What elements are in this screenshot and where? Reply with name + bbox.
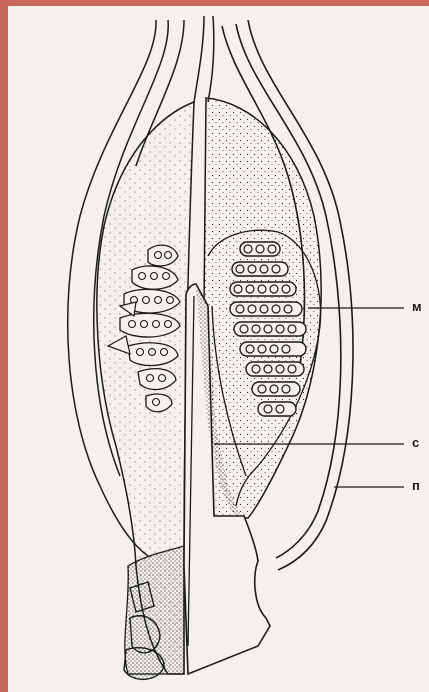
label-scale: п [412,479,420,492]
label-microsporangium: м [412,300,422,313]
cone-longitudinal-section-drawing [8,6,429,692]
printed-page: м с п [8,6,429,692]
label-axis: с [412,436,419,449]
